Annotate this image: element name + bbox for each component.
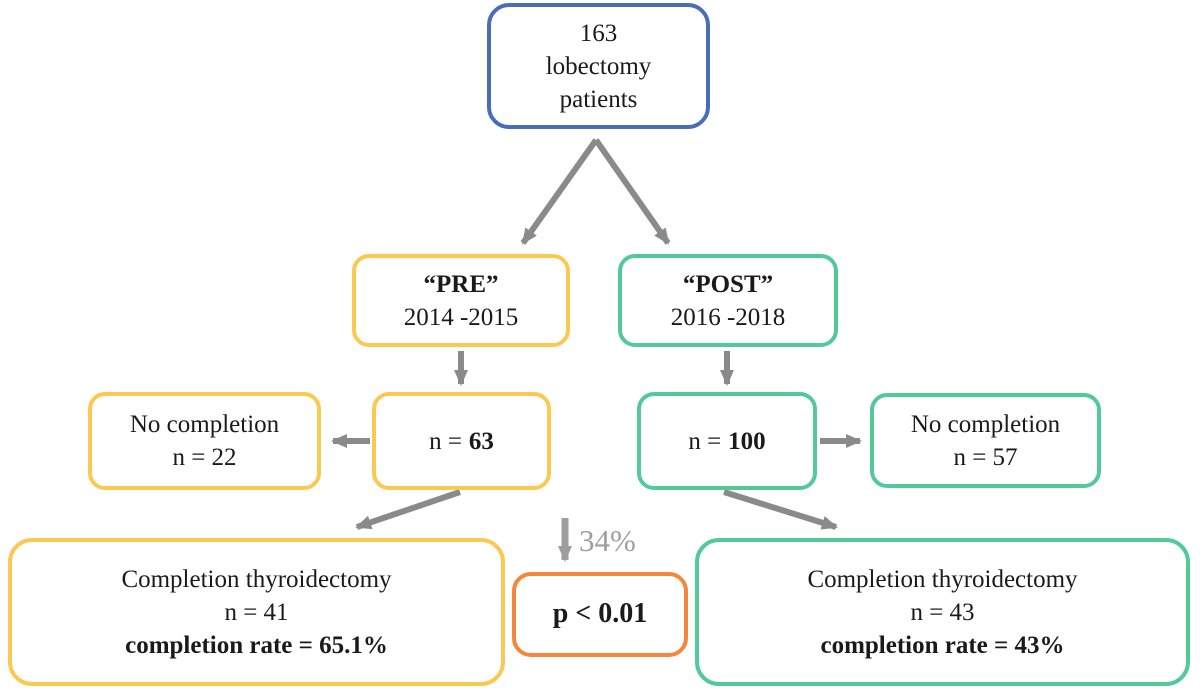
post-n-value: 100	[728, 427, 766, 455]
pre-completion-line1: Completion thyroidectomy	[121, 565, 392, 593]
post-n-box: n =100	[637, 392, 817, 490]
post-no-completion-box: No completion n = 57	[870, 393, 1101, 488]
pre-n-prefix: n =	[429, 427, 462, 455]
decrease-percent: 34%	[579, 523, 636, 558]
total-patients-box: 163 lobectomy patients	[487, 3, 710, 129]
arrow-total-to-post	[593, 138, 671, 245]
pre-completion-line2: n = 41	[224, 598, 289, 626]
post-no-completion-line2: n = 57	[953, 443, 1018, 471]
post-completion-line2: n = 43	[910, 598, 975, 626]
post-completion-rate: completion rate = 43%	[820, 631, 1065, 659]
p-value-box: p < 0.01	[512, 572, 688, 657]
total-line2: lobectomy	[545, 52, 652, 80]
pre-n-box: n =63	[372, 392, 551, 490]
total-count: 163	[579, 19, 618, 47]
post-n-line: n =100	[688, 425, 765, 458]
p-value-label: p < 0.01	[552, 598, 648, 630]
post-no-completion-line1: No completion	[910, 410, 1061, 438]
post-completion-line1: Completion thyroidectomy	[807, 565, 1078, 593]
pre-completion-rate: completion rate = 65.1%	[125, 631, 388, 659]
total-line3: patients	[559, 85, 638, 113]
pre-group-years: 2014 -2015	[403, 303, 519, 331]
post-group-box: “POST” 2016 -2018	[618, 254, 838, 347]
pre-no-completion-box: No completion n = 22	[88, 392, 321, 490]
pre-group-title: “PRE”	[423, 270, 499, 298]
post-completion-box: Completion thyroidectomy n = 43 completi…	[695, 538, 1190, 686]
arrow-n100-to-completion	[723, 489, 838, 530]
decrease-annotation: 34%	[579, 525, 636, 556]
pre-n-value: 63	[468, 427, 494, 455]
pre-no-completion-line1: No completion	[129, 411, 280, 438]
pre-n-line: n =63	[429, 425, 494, 458]
pre-completion-box: Completion thyroidectomy n = 41 completi…	[8, 538, 505, 686]
arrow-total-to-pre	[520, 138, 599, 245]
post-group-title: “POST”	[682, 270, 774, 298]
arrow-n63-to-completion	[355, 489, 461, 530]
post-group-years: 2016 -2018	[670, 303, 786, 331]
pre-group-box: “PRE” 2014 -2015	[352, 254, 570, 347]
pre-no-completion-line2: n = 22	[172, 444, 237, 471]
post-n-prefix: n =	[688, 427, 722, 455]
